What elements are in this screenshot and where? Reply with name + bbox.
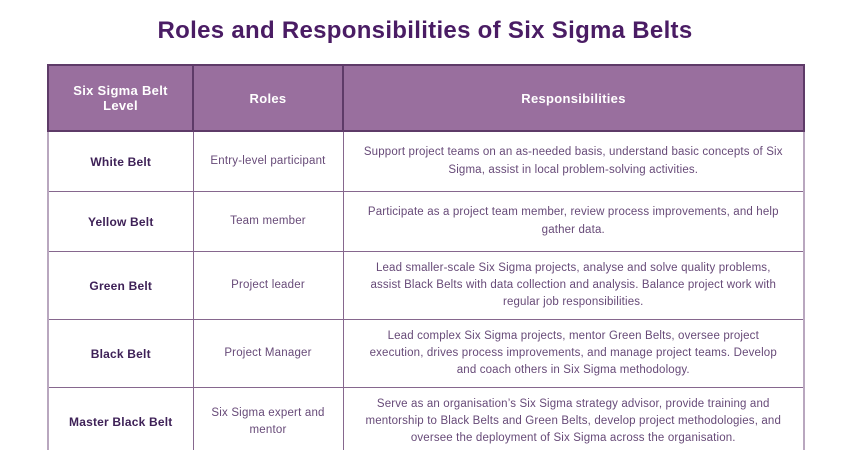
column-header-roles: Roles: [192, 64, 344, 132]
six-sigma-belts-table: Six Sigma Belt Level Roles Responsibilit…: [47, 64, 805, 450]
belt-level-cell: Master Black Belt: [47, 387, 194, 450]
page-title: Roles and Responsibilities of Six Sigma …: [157, 17, 693, 44]
responsibilities-cell: Serve as an organisation’s Six Sigma str…: [342, 387, 805, 450]
belt-level-cell: White Belt: [47, 130, 194, 192]
table-container: Six Sigma Belt Level Roles Responsibilit…: [47, 64, 805, 450]
belt-level-cell: Green Belt: [47, 250, 194, 321]
table-row: Master Black Belt Six Sigma expert and m…: [47, 387, 805, 450]
table-row: Green Belt Project leader Lead smaller-s…: [47, 250, 805, 321]
role-cell: Project leader: [192, 250, 344, 321]
belt-level-cell: Yellow Belt: [47, 191, 194, 252]
table-body: White Belt Entry-level participant Suppo…: [47, 130, 805, 450]
responsibilities-cell: Lead complex Six Sigma projects, mentor …: [342, 319, 805, 389]
table-header: Six Sigma Belt Level Roles Responsibilit…: [47, 64, 805, 132]
column-header-responsibilities: Responsibilities: [342, 64, 805, 132]
table-row: White Belt Entry-level participant Suppo…: [47, 130, 805, 192]
responsibilities-cell: Lead smaller-scale Six Sigma projects, a…: [342, 250, 805, 321]
table-row: Yellow Belt Team member Participate as a…: [47, 191, 805, 252]
header-row: Six Sigma Belt Level Roles Responsibilit…: [47, 64, 805, 132]
column-header-belt-level: Six Sigma Belt Level: [47, 64, 194, 132]
role-cell: Entry-level participant: [192, 130, 344, 192]
table-row: Black Belt Project Manager Lead complex …: [47, 319, 805, 389]
belt-level-cell: Black Belt: [47, 319, 194, 389]
role-cell: Project Manager: [192, 319, 344, 389]
responsibilities-cell: Support project teams on an as-needed ba…: [342, 130, 805, 192]
role-cell: Six Sigma expert and mentor: [192, 387, 344, 450]
role-cell: Team member: [192, 191, 344, 252]
responsibilities-cell: Participate as a project team member, re…: [342, 191, 805, 252]
